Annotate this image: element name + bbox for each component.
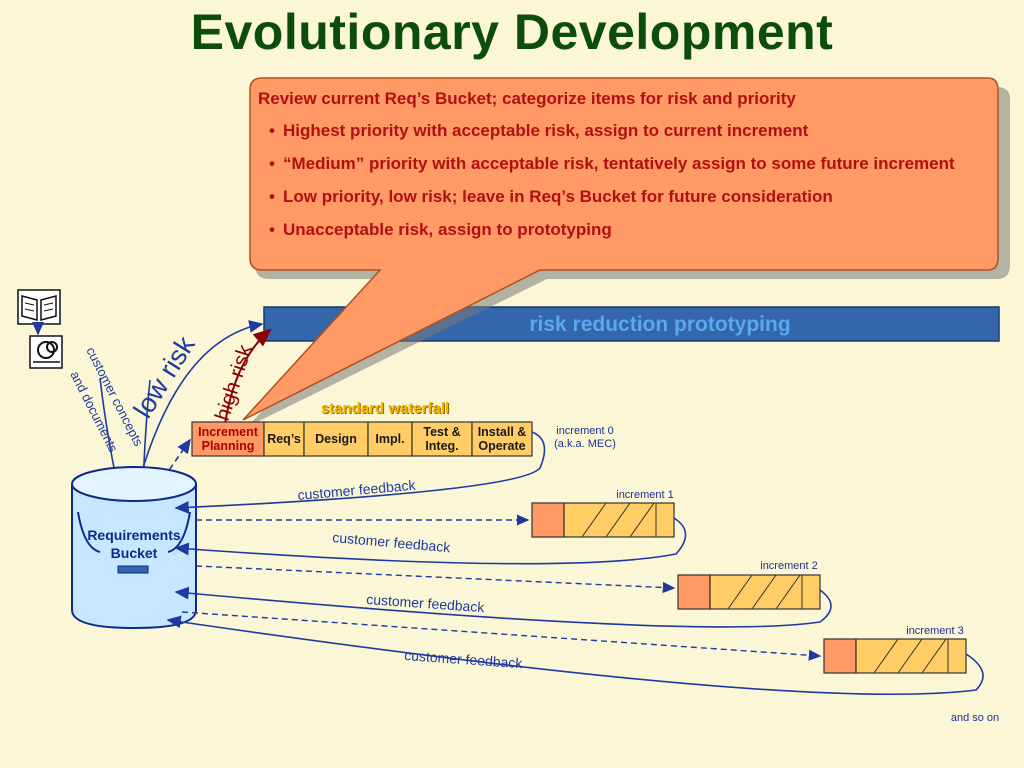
requirements-bucket bbox=[71, 466, 197, 630]
callout-text: Review current Req’s Bucket; categorize … bbox=[258, 88, 988, 252]
book-icon bbox=[17, 289, 61, 325]
feedback-label-2: customer feedback bbox=[366, 591, 486, 615]
callout-bullet: •Highest priority with acceptable risk, … bbox=[269, 121, 809, 140]
callout-bullet: •Low priority, low risk; leave in Req’s … bbox=[269, 187, 833, 206]
callout-bullet: •Unacceptable risk, assign to prototypin… bbox=[269, 220, 612, 239]
phase-impl: Impl. bbox=[375, 432, 405, 446]
document-icon bbox=[29, 335, 63, 369]
increment-2-block bbox=[677, 574, 821, 610]
callout-bullets: •Highest priority with acceptable risk, … bbox=[258, 120, 988, 241]
increment-1-label: increment 1 bbox=[616, 489, 674, 501]
phase-install-operate: Install & Operate bbox=[477, 425, 527, 453]
increment-2-label: increment 2 bbox=[760, 560, 818, 572]
standard-waterfall-label: standard waterfall bbox=[320, 400, 450, 417]
requirements-bucket-label: Requirements Bucket bbox=[87, 527, 181, 561]
increment-0-label: increment 0 (a.k.a. MEC) bbox=[554, 425, 616, 450]
increment-3-label: increment 3 bbox=[906, 625, 964, 637]
phase-test-integ: Test & Integ. bbox=[423, 425, 461, 453]
callout-bubble bbox=[242, 77, 1010, 427]
low-risk-label: low risk bbox=[128, 331, 201, 424]
and-so-on-label: and so on bbox=[950, 712, 1000, 724]
prototyping-band-label: risk reduction prototyping bbox=[529, 313, 791, 336]
phase-increment-planning: Increment Planning bbox=[198, 425, 258, 453]
increment-3-block bbox=[823, 638, 967, 674]
feedback-label-1: customer feedback bbox=[332, 529, 452, 555]
phase-design: Design bbox=[315, 432, 357, 446]
increment-0-waterfall bbox=[191, 421, 533, 457]
increment-1-block bbox=[531, 502, 675, 538]
feedback-label-3: customer feedback bbox=[404, 647, 524, 671]
page-title: Evolutionary Development bbox=[190, 4, 834, 60]
feedback-label-0: customer feedback bbox=[297, 477, 417, 503]
callout-bullet: •“Medium” priority with acceptable risk,… bbox=[269, 154, 955, 173]
phase-reqs: Req’s bbox=[267, 432, 301, 446]
callout-heading: Review current Req’s Bucket; categorize … bbox=[258, 89, 796, 108]
